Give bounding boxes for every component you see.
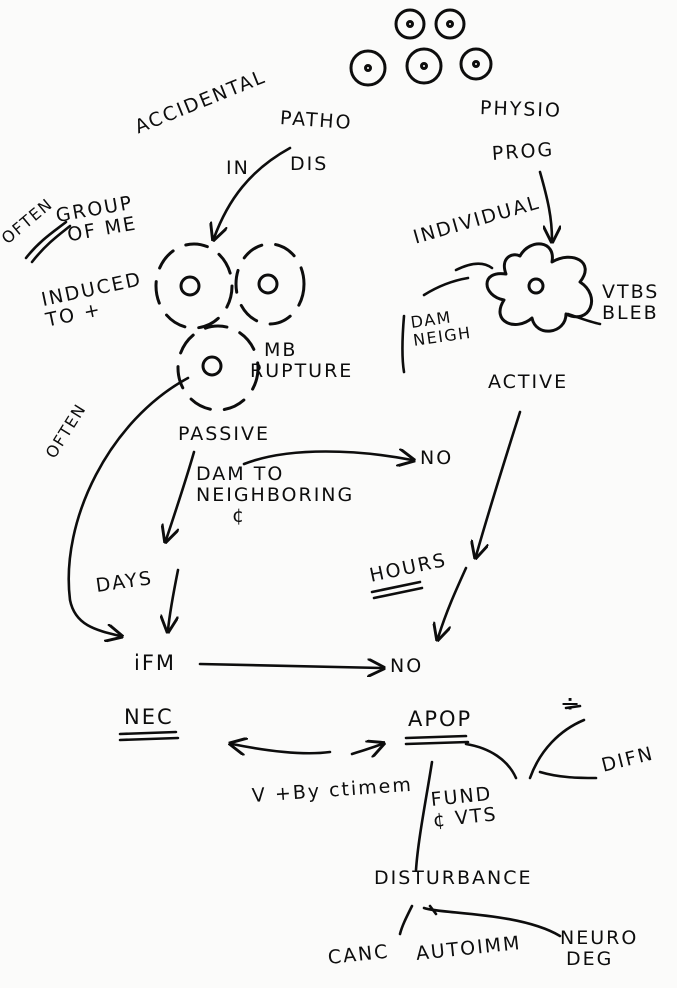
vtbs-line: VTBS — [602, 281, 660, 303]
dying-cell-group-icon — [154, 242, 306, 412]
physio-label: PHYSIO — [479, 97, 563, 122]
dam-neigh-label: DAM NEIGH — [409, 306, 472, 349]
dam-to-line: DAM TO — [196, 463, 285, 485]
connector-lines — [24, 220, 602, 938]
arrows — [67, 146, 552, 754]
no-label-top: NO — [420, 447, 454, 469]
divide-label: ÷ — [560, 689, 583, 717]
cell-symbol-line: ¢ — [232, 504, 247, 527]
cell-cluster-icon — [349, 8, 493, 87]
blebbing-cell-icon — [485, 242, 593, 333]
neuro-line: NEURO — [560, 927, 639, 949]
ifm-label: iFM — [134, 651, 177, 675]
mb-line: MB — [264, 339, 298, 361]
nec-label: NEC — [124, 705, 174, 729]
fund-vts-label: FUND ¢ VTS — [430, 783, 499, 832]
passive-label: PASSIVE — [178, 423, 270, 445]
dam-to-neighboring-label: DAM TO NEIGHBORING ¢ — [196, 464, 354, 527]
progen-label: PROG — [491, 138, 555, 165]
deg-line: DEG — [566, 947, 614, 970]
disturbance-label: DISTURBANCE — [374, 867, 533, 889]
apop-label: APOP — [408, 707, 473, 731]
rupture-line: RUPTURE — [250, 359, 354, 382]
neighboring-line: NEIGHBORING — [196, 483, 355, 506]
no-label-mid: NO — [390, 655, 424, 677]
bleb-line: BLEB — [602, 301, 659, 324]
vtbs-bleb-label: VTBS BLEB — [602, 282, 659, 324]
in-label: IN — [226, 157, 250, 179]
neuro-deg-label: NEURO DEG — [560, 928, 638, 970]
active-label: ACTIVE — [488, 371, 569, 393]
dis-label: DIS — [290, 153, 329, 175]
mb-rupture-label: MB RUPTURE — [250, 340, 353, 382]
